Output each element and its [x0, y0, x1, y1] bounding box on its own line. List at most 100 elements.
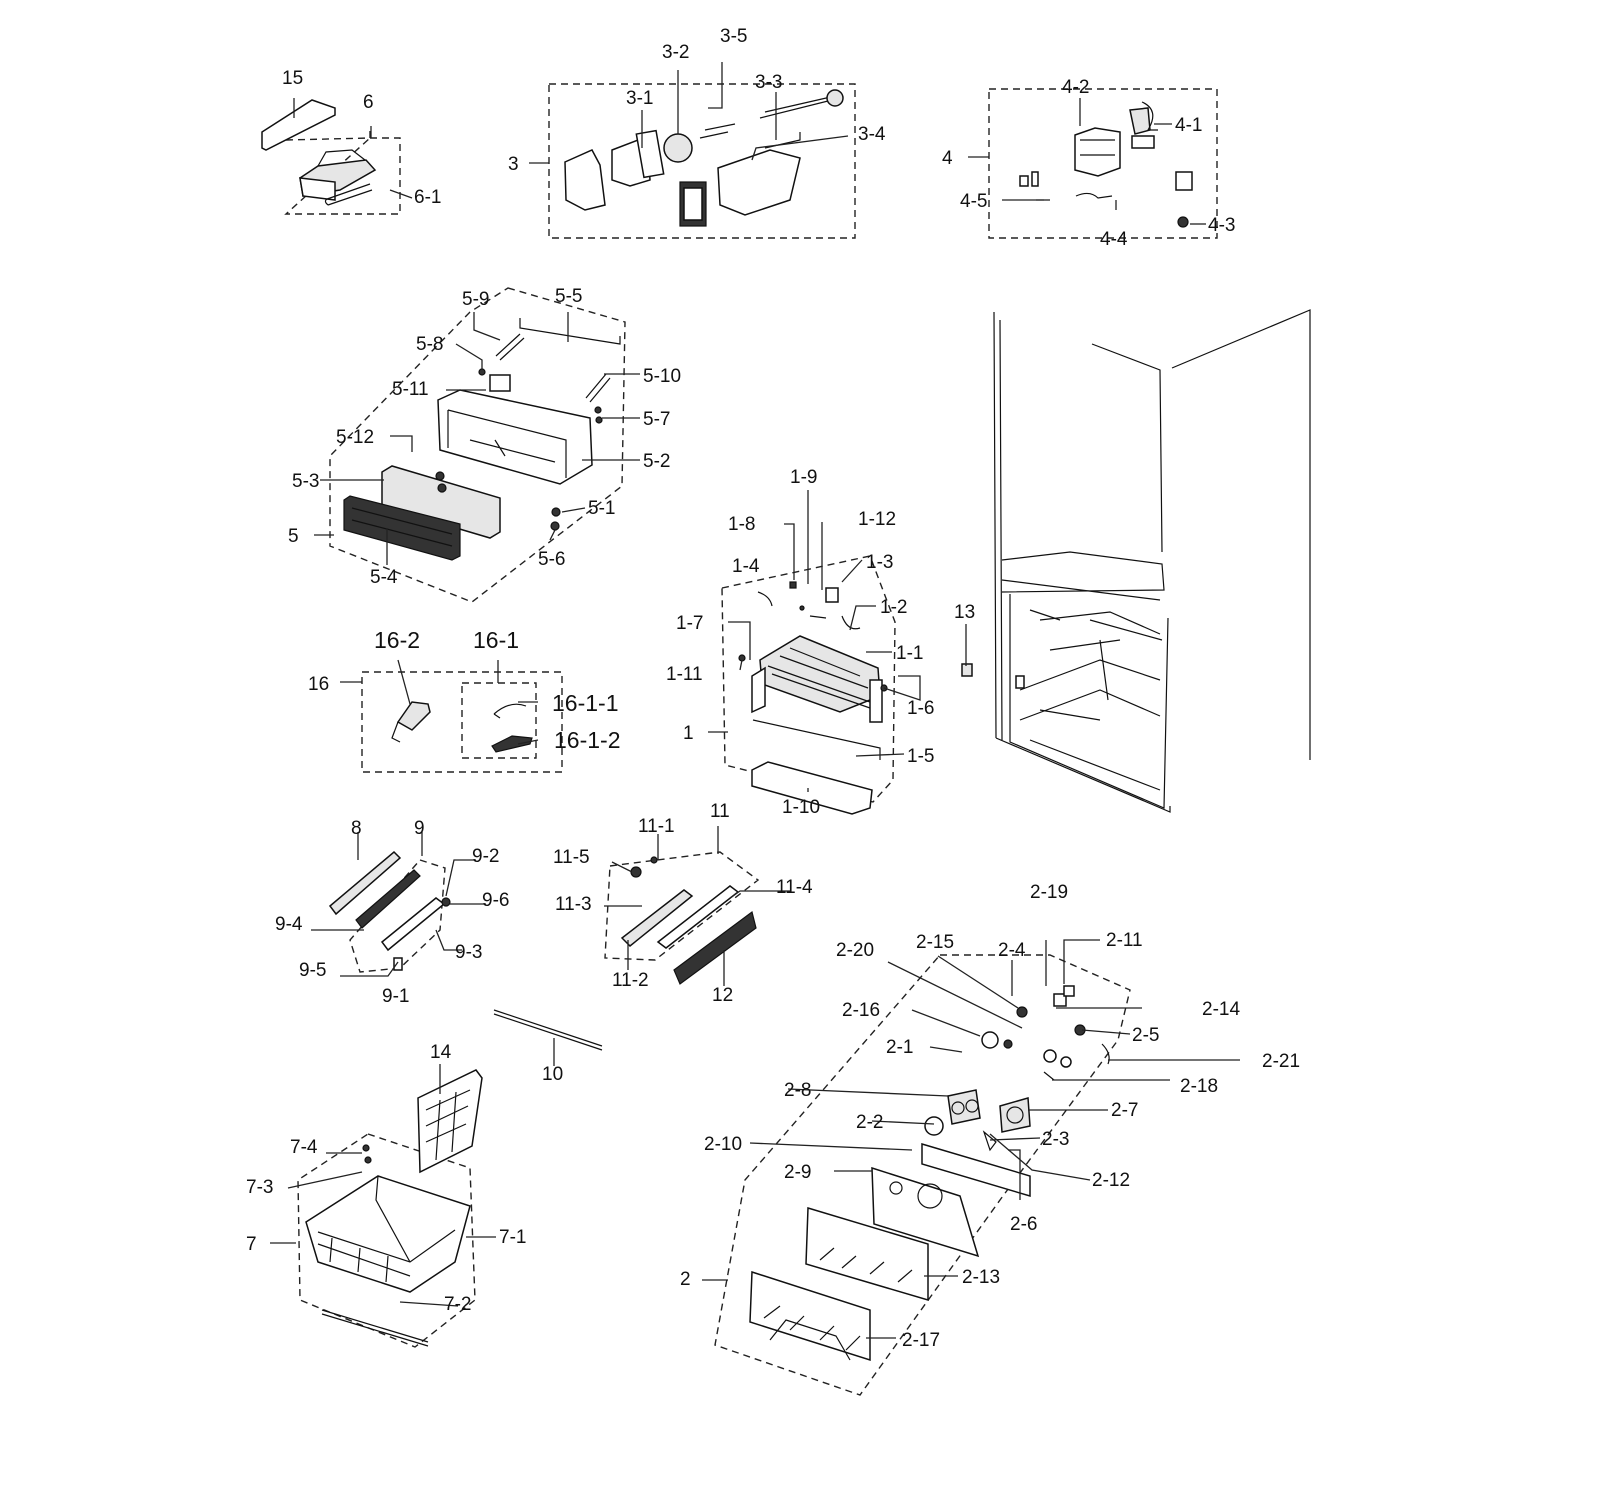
- callout-5-11: 5-11: [392, 379, 429, 400]
- parts-artwork: [261, 89, 1311, 1362]
- callout-5-2: 5-2: [643, 451, 670, 472]
- callout-5-6: 5-6: [538, 549, 565, 570]
- leader-lines: [270, 62, 1240, 1339]
- callout-2-4: 2-4: [998, 940, 1026, 961]
- callout-9-6: 9-6: [482, 890, 509, 911]
- callout-2-6: 2-6: [1010, 1214, 1037, 1235]
- callout-4-3: 4-3: [1208, 215, 1235, 236]
- callout-9-3: 9-3: [455, 942, 482, 963]
- callout-16-1: 16-1: [473, 627, 519, 653]
- callout-5-5: 5-5: [555, 286, 582, 307]
- part-1-evaporator: [738, 581, 888, 815]
- callout-2-17: 2-17: [902, 1330, 940, 1351]
- callout-1-3: 1-3: [866, 552, 893, 573]
- callout-12: 12: [712, 985, 733, 1006]
- callout-1-11: 1-11: [666, 664, 703, 685]
- callout-2-21: 2-21: [1262, 1051, 1300, 1072]
- part-2-fan-control: [749, 985, 1110, 1362]
- callout-2-7: 2-7: [1111, 1100, 1138, 1121]
- callout-2-14: 2-14: [1202, 999, 1240, 1020]
- part-13-cabinet: [961, 309, 1311, 813]
- group-7-boundary: [297, 1133, 476, 1348]
- callout-9: 9: [414, 818, 425, 839]
- callout-5-10: 5-10: [643, 366, 681, 387]
- callout-7-3: 7-3: [246, 1177, 273, 1198]
- group-16-1-boundary: [461, 682, 537, 759]
- group-9-boundary: [349, 859, 446, 973]
- callout-16-2: 16-2: [374, 627, 420, 653]
- callout-2-15: 2-15: [916, 932, 954, 953]
- callout-2-12: 2-12: [1092, 1170, 1130, 1191]
- callout-6-1: 6-1: [414, 187, 441, 208]
- callout-2-18: 2-18: [1180, 1076, 1218, 1097]
- callout-7-1: 7-1: [499, 1227, 526, 1248]
- group-boundaries: [284, 83, 1218, 1396]
- callout-2-2: 2-2: [856, 1112, 883, 1133]
- callout-5-7: 5-7: [643, 409, 670, 430]
- callout-7: 7: [246, 1234, 257, 1255]
- callout-4: 4: [942, 148, 953, 169]
- callout-labels: 15 6 6-1 3 3-1 3-2 3-3 3-4 3-5 4 4-1 4-2…: [246, 26, 1300, 1351]
- callout-11-3: 11-3: [555, 894, 592, 915]
- callout-1-1: 1-1: [896, 643, 923, 664]
- group-5-boundary: [329, 287, 626, 603]
- part-6-ice-maker: [299, 149, 377, 206]
- callout-2-20: 2-20: [836, 940, 874, 961]
- callout-1-5: 1-5: [907, 746, 934, 767]
- callout-11: 11: [710, 801, 730, 822]
- group-2-boundary: [714, 954, 1131, 1396]
- group-4-boundary: [988, 88, 1218, 239]
- callout-1-10: 1-10: [782, 797, 820, 818]
- callout-13: 13: [954, 602, 975, 623]
- callout-1-8: 1-8: [728, 514, 755, 535]
- callout-4-1: 4-1: [1175, 115, 1202, 136]
- callout-2-13: 2-13: [962, 1267, 1000, 1288]
- part-11-12-rails: [620, 856, 757, 985]
- callout-2-1: 2-1: [886, 1037, 913, 1058]
- callout-1-2: 1-2: [880, 597, 907, 618]
- part-10-rod: [493, 1009, 603, 1051]
- callout-15: 15: [282, 68, 303, 89]
- callout-2-8: 2-8: [784, 1080, 811, 1101]
- callout-3-2: 3-2: [662, 42, 689, 63]
- callout-3-1: 3-1: [626, 88, 653, 109]
- callout-11-2: 11-2: [612, 970, 649, 991]
- callout-9-1: 9-1: [382, 986, 409, 1007]
- part-4-dispenser: [1019, 101, 1193, 228]
- callout-1-6: 1-6: [907, 698, 934, 719]
- callout-1: 1: [683, 723, 694, 744]
- callout-1-4: 1-4: [732, 556, 760, 577]
- callout-5: 5: [288, 526, 299, 547]
- part-15-cover-bracket: [261, 99, 336, 151]
- callout-4-5: 4-5: [960, 191, 987, 212]
- callout-2-9: 2-9: [784, 1162, 811, 1183]
- group-11-boundary: [604, 851, 760, 961]
- callout-2-5: 2-5: [1132, 1025, 1159, 1046]
- callout-2: 2: [680, 1269, 691, 1290]
- callout-5-4: 5-4: [370, 567, 398, 588]
- part-16-harness: [391, 701, 533, 753]
- callout-16: 16: [308, 674, 329, 695]
- callout-1-12: 1-12: [858, 509, 896, 530]
- callout-4-2: 4-2: [1062, 77, 1089, 98]
- callout-11-1: 11-1: [638, 816, 675, 837]
- callout-2-11: 2-11: [1106, 930, 1143, 951]
- callout-2-19: 2-19: [1030, 882, 1068, 903]
- callout-14: 14: [430, 1042, 452, 1063]
- callout-9-2: 9-2: [472, 846, 499, 867]
- callout-5-12: 5-12: [336, 427, 374, 448]
- callout-4-4: 4-4: [1100, 229, 1128, 250]
- callout-5-1: 5-1: [588, 498, 615, 519]
- part-5-drawer: [343, 318, 621, 561]
- callout-11-5: 11-5: [553, 847, 590, 868]
- callout-1-9: 1-9: [790, 467, 817, 488]
- callout-3-3: 3-3: [755, 72, 782, 93]
- callout-1-7: 1-7: [676, 613, 703, 634]
- part-14-7-basket: [305, 1069, 483, 1347]
- group-16-boundary: [361, 671, 563, 773]
- callout-3: 3: [508, 154, 519, 175]
- callout-6: 6: [363, 92, 374, 113]
- callout-3-4: 3-4: [858, 124, 886, 145]
- callout-7-4: 7-4: [290, 1137, 318, 1158]
- callout-5-9: 5-9: [462, 289, 489, 310]
